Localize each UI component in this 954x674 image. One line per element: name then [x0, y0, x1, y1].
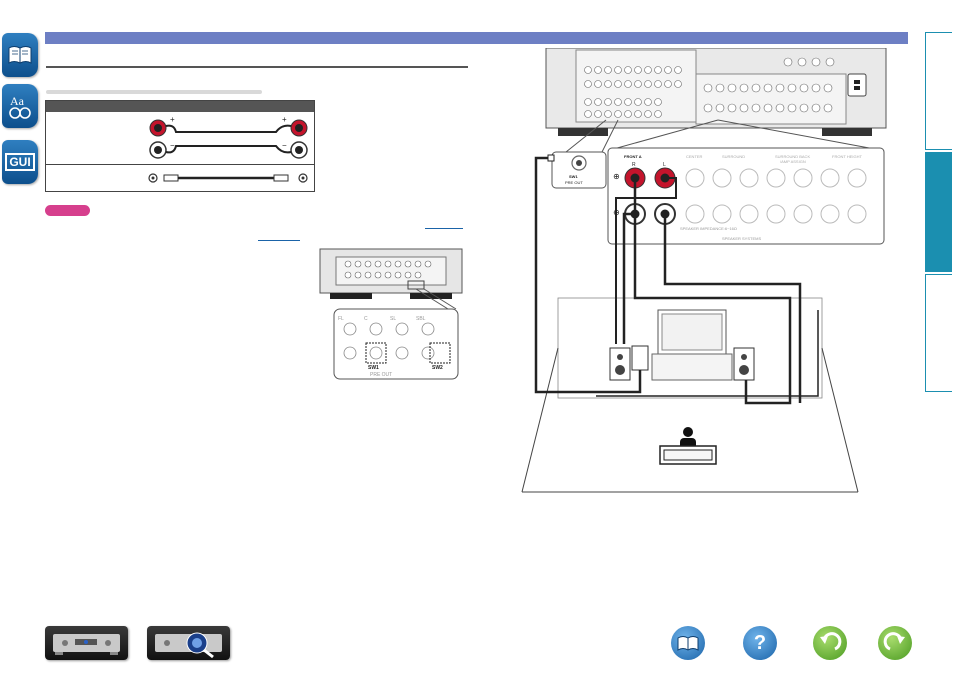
minus-mark-left: −: [170, 141, 175, 150]
inset-label-sbl: SBL: [416, 316, 426, 322]
rear-panel-button[interactable]: [147, 626, 230, 660]
forward-button[interactable]: [878, 626, 912, 660]
speaker-cable-illustration: [148, 119, 308, 183]
amplifier-front-icon: [53, 634, 120, 655]
cable-table-header: [46, 101, 314, 112]
minus-sign: ⊖: [613, 208, 620, 217]
surround-label: SURROUND: [722, 154, 746, 159]
plus-mark-right: +: [282, 115, 287, 124]
front-height-label: FRONT HEIGHT: [832, 154, 862, 159]
contents-nav-button[interactable]: [2, 33, 38, 77]
page-link[interactable]: [425, 228, 463, 229]
minus-mark-right: −: [282, 141, 287, 150]
manual-button[interactable]: [671, 626, 705, 660]
front-r-label: R: [632, 162, 636, 168]
inset-label-sl: SL: [390, 316, 397, 322]
inset-label-sw1: SW1: [368, 365, 379, 371]
plus-mark-left: +: [170, 115, 175, 124]
sw1-label: SW1: [569, 174, 578, 179]
svg-text:Aa: Aa: [10, 94, 25, 108]
book-icon: [8, 46, 32, 64]
back-button[interactable]: [813, 626, 847, 660]
speaker-connection-diagram: [521, 48, 887, 493]
question-icon: ?: [753, 632, 767, 654]
speaker-systems-label: SPEAKER SYSTEMS: [722, 236, 762, 241]
front-a-label: FRONT A: [624, 154, 642, 159]
header-bar: [45, 32, 908, 44]
page-link[interactable]: [258, 240, 300, 241]
index-nav-button[interactable]: Aa: [2, 84, 38, 128]
front-l-label: L: [663, 162, 666, 168]
front-panel-button[interactable]: [45, 626, 128, 660]
preout-label: PRE OUT: [565, 180, 583, 185]
center-label: CENTER: [686, 154, 703, 159]
speaker-impedance-label: SPEAKER IMPEDANCE:6~16Ω: [680, 226, 737, 231]
inset-preout-label: PRE OUT: [370, 372, 393, 378]
forward-arrow-icon: [883, 632, 905, 651]
gui-label: GUI: [5, 153, 35, 171]
inset-label-sw2: SW2: [432, 365, 443, 371]
gui-nav-button[interactable]: GUI: [2, 140, 38, 184]
inset-label-c: C: [364, 316, 368, 322]
plus-sign: ⊕: [613, 172, 620, 181]
help-button[interactable]: ?: [743, 626, 777, 660]
side-tab-1[interactable]: [925, 32, 952, 150]
subsection-rule: [46, 90, 262, 94]
back-arrow-icon: [820, 632, 842, 651]
side-tab-3[interactable]: [925, 274, 952, 392]
amp-assign-label: /AMP ASSIGN: [780, 159, 806, 164]
book-icon: [677, 636, 699, 651]
preout-location-illustration: [319, 248, 463, 380]
aa-index-icon: Aa: [9, 94, 31, 119]
table-divider: [46, 164, 314, 165]
surround-back-label: SURROUND BACK: [775, 154, 811, 159]
side-tab-2-active[interactable]: [925, 152, 952, 272]
section-rule: [46, 66, 468, 68]
note-pill: [45, 205, 90, 216]
cable-table: + − + −: [45, 100, 315, 192]
inset-label-fl: FL: [338, 316, 344, 322]
amplifier-rear-icon: [155, 632, 222, 659]
